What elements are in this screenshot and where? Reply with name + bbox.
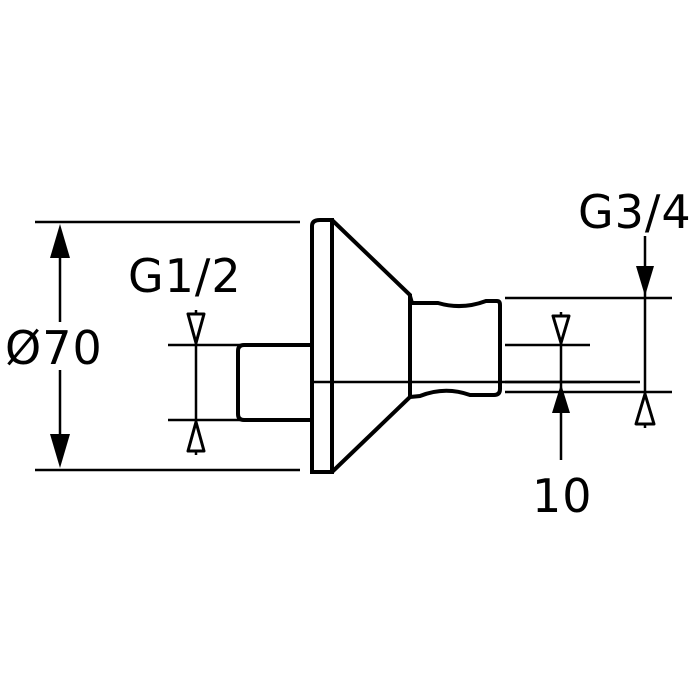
conical-cover — [330, 218, 412, 474]
fitting-body — [236, 218, 502, 474]
arrow-down-icon — [50, 434, 70, 468]
inlet-stub — [236, 343, 312, 422]
outlet-thread-label: G3/4 — [578, 185, 692, 239]
inlet-thread-label: G1/2 — [128, 249, 242, 303]
arrow-up-icon — [552, 384, 570, 413]
wall-flange — [310, 218, 334, 474]
diameter-label: Ø70 — [5, 321, 103, 375]
length-dimension: 10 — [505, 312, 593, 523]
length-label: 10 — [532, 469, 593, 523]
arrow-up-icon — [50, 224, 70, 258]
inlet-thread-dimension: G1/2 — [128, 249, 242, 455]
outlet-thread-dimension: G3/4 — [505, 185, 692, 428]
label-backdrop — [6, 322, 102, 370]
diameter-dimension: Ø70 — [5, 220, 300, 472]
arrow-down-icon — [186, 312, 206, 345]
arrow-down-icon — [636, 266, 654, 296]
arrow-down-icon — [551, 314, 571, 345]
arrow-up-icon — [634, 392, 656, 426]
outlet-nut — [408, 295, 502, 399]
arrow-up-icon — [186, 420, 206, 453]
